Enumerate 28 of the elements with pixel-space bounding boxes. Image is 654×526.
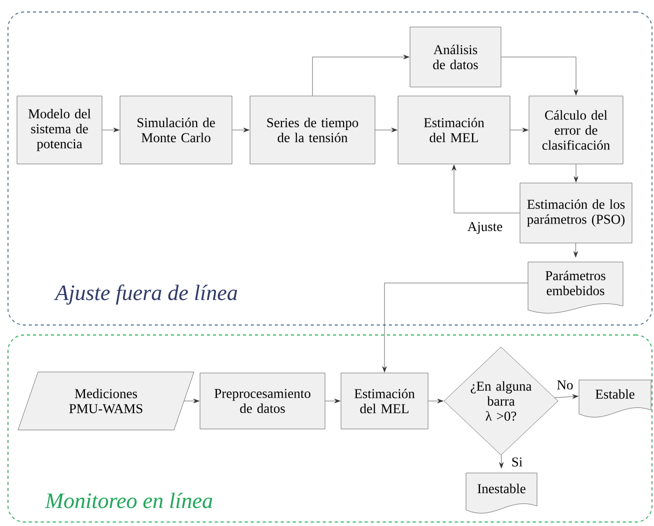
arrow (325, 398, 340, 404)
process-box: Análisis de datos (410, 26, 502, 88)
process-box: Modelo del sistema de potencia (16, 96, 102, 164)
input-parallelogram: Mediciones PMU-WAMS (18, 372, 194, 430)
arrow (573, 243, 578, 258)
edge-label: Ajuste (466, 221, 504, 235)
arrow (501, 56, 578, 96)
arrow (382, 282, 528, 372)
process-box: Estimación del MEL (398, 96, 510, 164)
process-box: Estimación del MEL (340, 372, 428, 430)
process-box: Simulación de Monte Carlo (120, 96, 232, 164)
arrow (499, 454, 504, 468)
arrow (232, 128, 250, 132)
arrow (510, 128, 528, 132)
arrow (375, 128, 398, 132)
arrow (102, 128, 120, 132)
arrow (554, 394, 578, 399)
arrow (184, 398, 200, 404)
arrow (574, 164, 578, 182)
arrow (312, 54, 410, 96)
edge-label: Si (510, 456, 524, 468)
edge-label: No (556, 380, 574, 390)
process-box: Series de tiempo de la tensión (250, 96, 376, 164)
process-box: Preprocesamiento de datos (200, 372, 326, 430)
arrow (452, 164, 520, 214)
arrow (428, 398, 444, 404)
process-box: Cálculo del error de clasificación (528, 96, 624, 164)
process-box: Estimación de los parámetros (PSO) (520, 182, 632, 244)
